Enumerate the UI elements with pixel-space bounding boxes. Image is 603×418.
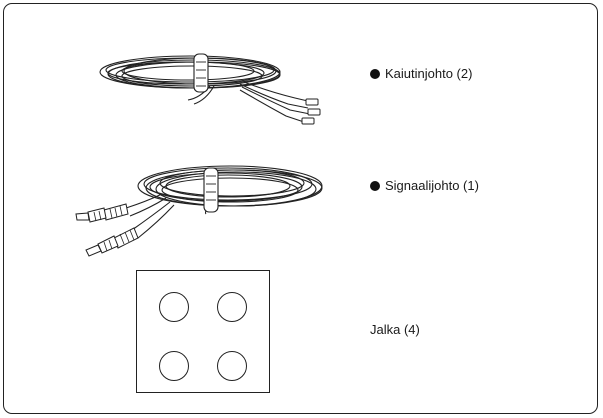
- item-foot: Jalka (4): [370, 322, 420, 338]
- accessories-frame: [3, 3, 598, 414]
- foot-pad: [159, 292, 189, 322]
- foot-pad: [217, 292, 247, 322]
- item-label: Jalka (4): [370, 322, 420, 337]
- bullet-icon: [370, 181, 380, 191]
- foot-pads-icon: [136, 270, 270, 393]
- foot-pad: [159, 351, 189, 381]
- item-label: Signaalijohto (1): [385, 178, 479, 193]
- item-signal-cable: Signaalijohto (1): [370, 178, 479, 194]
- bullet-icon: [370, 69, 380, 79]
- rca-signal-cable-icon: [75, 165, 323, 257]
- item-speaker-cable: Kaiutinjohto (2): [370, 66, 472, 82]
- speaker-cable-icon: [99, 53, 321, 125]
- foot-pad: [217, 351, 247, 381]
- item-label: Kaiutinjohto (2): [385, 66, 473, 81]
